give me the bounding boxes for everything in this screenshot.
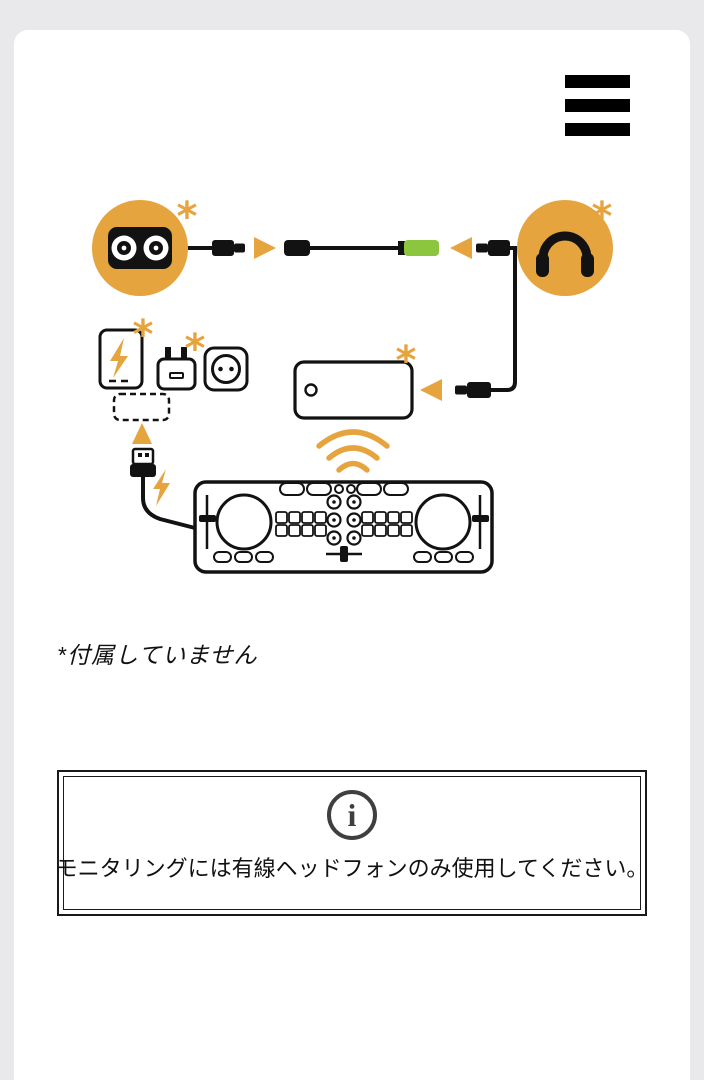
not-included-note: *付属していません [57, 642, 258, 668]
arrow-right-icon [254, 237, 276, 259]
wireless-signal-icon [316, 429, 390, 473]
pad-grid-right [361, 511, 413, 537]
dj-controller-icon [193, 480, 494, 574]
pad-grid-left [275, 511, 327, 537]
smartphone-jack-plug-icon [467, 382, 491, 398]
usb-target-placeholder [112, 392, 171, 422]
splitter-green-connector [404, 240, 439, 256]
headphones-jack-plug-icon [476, 240, 517, 256]
smartphone-icon [293, 360, 414, 420]
wall-charger-icon [156, 347, 197, 391]
setup-diagram: * [92, 194, 613, 574]
arrow-left-icon [420, 379, 442, 401]
info-icon-glyph: i [347, 797, 357, 833]
menu-bar [565, 123, 630, 136]
wall-outlet-icon [203, 346, 249, 392]
power-bank-not-included-marker: * [133, 312, 154, 358]
arrow-left-icon [450, 237, 472, 259]
lightning-bolt-icon [153, 469, 170, 506]
audio-splitter-cable [284, 240, 517, 398]
usb-plug-icon [130, 447, 196, 530]
arrow-up-icon [132, 423, 152, 444]
jog-wheel-right [414, 493, 472, 551]
headphones-icon [517, 200, 613, 296]
info-box: i モニタリングには有線ヘッドフォンのみ使用してください。 [56, 770, 648, 916]
smartphone-not-included-marker: * [396, 338, 417, 384]
wall-charger-not-included-marker: * [185, 326, 206, 372]
info-message: モニタリングには有線ヘッドフォンのみ使用してください。 [55, 856, 649, 881]
info-box-inner-border: i モニタリングには有線ヘッドフォンのみ使用してください。 [56, 776, 648, 910]
mixer-knobs [326, 494, 362, 546]
home-button-icon [304, 383, 318, 397]
transport-buttons-left [213, 551, 274, 563]
page-card: * [14, 30, 690, 1080]
hamburger-menu-icon[interactable] [565, 75, 630, 136]
speaker-jack-plug-icon [188, 240, 245, 256]
power-bank-icon [98, 328, 144, 390]
splitter-black-connector [284, 240, 310, 256]
jog-wheel-left [215, 493, 273, 551]
menu-bar [565, 75, 630, 88]
info-icon: i [327, 790, 377, 840]
headphones-not-included-marker: * [592, 194, 613, 240]
speaker-not-included-marker: * [177, 194, 198, 240]
lightning-bolt-icon [110, 338, 128, 378]
menu-bar [565, 99, 630, 112]
transport-buttons-right [413, 551, 474, 563]
usb-cable [141, 477, 196, 530]
speaker-icon [92, 200, 188, 296]
